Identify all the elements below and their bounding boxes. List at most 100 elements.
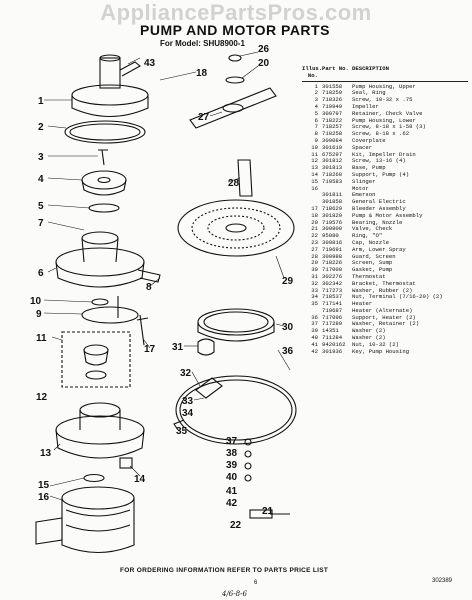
parts-row: 28 300988 Guard, Screen <box>302 252 468 261</box>
lower-pump-housing <box>55 231 161 288</box>
description-cell: Nut, 10-32 (2) <box>352 340 399 348</box>
description-cell: Heater <box>352 300 373 308</box>
callout-16: 16 <box>38 492 50 503</box>
part-no-cell: 719583 <box>322 177 343 185</box>
part-no-cell: 719949 <box>322 102 343 110</box>
callout-10: 10 <box>30 296 42 307</box>
illus-no-cell: 20 <box>311 218 318 226</box>
callout-39: 39 <box>226 460 238 471</box>
illus-no-cell: 23 <box>311 238 318 246</box>
watermark: AppliancePartsPros.com <box>100 0 372 25</box>
description-cell: Guard, Screen <box>352 252 396 260</box>
part-no-cell: 301813 <box>322 164 343 172</box>
description-cell: Emerson <box>352 191 376 199</box>
thermostat <box>197 338 215 356</box>
callout-8: 8 <box>146 282 152 293</box>
illus-no-cell: 6 <box>314 116 318 124</box>
illus-no-cell: 41 <box>311 340 318 348</box>
description-cell: Screw, 8-18 x .62 <box>352 130 410 138</box>
illus-no-cell: 27 <box>311 245 318 253</box>
description-cell: Washer, Rubber (2) <box>352 286 413 294</box>
callout-11: 11 <box>36 333 47 344</box>
description-cell: Slinger <box>352 177 376 185</box>
parts-row: 719687 Heater (Alternate) <box>302 306 468 315</box>
callout-33: 33 <box>182 396 194 407</box>
part-no-cell: 719576 <box>322 218 343 226</box>
part-no-cell: 718222 <box>322 116 343 124</box>
part-no-cell: 719691 <box>322 245 343 253</box>
callout-6: 6 <box>38 268 44 279</box>
callout-13: 13 <box>40 448 52 459</box>
callout-35: 35 <box>176 426 188 437</box>
illus-no-cell: 37 <box>311 320 318 328</box>
illus-no-cell: 39 <box>311 327 318 335</box>
part-no-cell: 717000 <box>322 266 343 274</box>
lower-spray-arm <box>189 87 277 129</box>
description-cell: Screw, 10-32 x .75 <box>352 96 413 104</box>
part-no-cell: 719687 <box>322 306 343 314</box>
description-cell: Kit, Impeller Drain <box>352 150 416 158</box>
part-no-cell: 300988 <box>322 252 343 260</box>
header-illus-no: Illus. No. <box>302 65 323 79</box>
illus-no-cell: 29 <box>311 259 318 267</box>
motor <box>35 486 135 553</box>
description-cell: Cap, Nozzle <box>352 238 389 246</box>
description-cell: Spacer <box>352 143 373 151</box>
document-number: 302389 <box>432 578 453 584</box>
callout-1: 1 <box>38 96 44 107</box>
part-no-cell: 302276 <box>322 272 343 280</box>
screen-guard <box>237 159 253 197</box>
slinger <box>83 473 105 483</box>
description-cell: Screw, 8-18 x 1-58 (3) <box>352 123 426 131</box>
callout-38: 38 <box>226 448 238 459</box>
part-no-cell: 718258 <box>322 130 343 138</box>
part-no-cell: 300800 <box>322 225 343 233</box>
callout-28: 28 <box>228 178 240 189</box>
callout-20: 20 <box>258 58 270 69</box>
thermostat-bracket <box>195 377 223 399</box>
description-cell: Thermostat <box>352 272 386 280</box>
heater <box>173 375 297 445</box>
handwritten-note: 4/6-8-6 <box>222 590 247 598</box>
part-no-cell: 717289 <box>322 320 343 328</box>
description-cell: Motor <box>352 184 369 192</box>
illus-no-cell: 17 <box>311 204 318 212</box>
callout-18: 18 <box>196 68 208 79</box>
description-cell: Support, Pump (4) <box>352 170 410 178</box>
part-no-cell: 718226 <box>322 259 343 267</box>
callout-32: 32 <box>180 368 192 379</box>
part-no-cell: 95080 <box>322 232 339 240</box>
callout-31: 31 <box>172 342 184 353</box>
description-cell: Seal, Ring <box>352 89 386 97</box>
illus-no-cell: 33 <box>311 286 318 294</box>
illus-no-cell: 14 <box>311 170 318 178</box>
part-no-cell: 300797 <box>322 109 343 117</box>
bleeder <box>136 314 149 346</box>
description-cell: Bearing, Nozzle <box>352 218 403 226</box>
screw <box>98 149 108 166</box>
part-no-cell: 301858 <box>322 198 343 206</box>
callout-14: 14 <box>134 474 146 485</box>
illus-no-cell: 9 <box>314 136 318 144</box>
description-cell: Heater (Alternate) <box>352 306 413 314</box>
illus-no-cell: 28 <box>311 252 318 260</box>
callout-42: 42 <box>226 498 238 509</box>
part-no-cell: 718257 <box>322 123 343 131</box>
callout-12: 12 <box>36 392 48 403</box>
